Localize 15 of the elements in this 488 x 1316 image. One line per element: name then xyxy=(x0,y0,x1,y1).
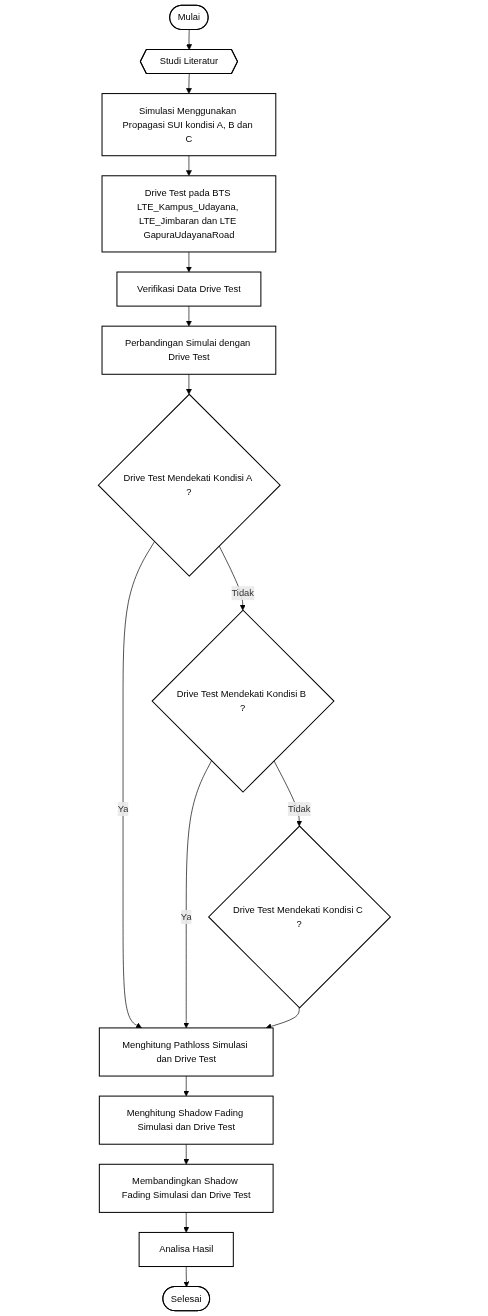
node-box: Verifikasi Data Drive Test xyxy=(116,271,261,307)
node-box: Simulasi Menggunakan Propagasi SUI kondisi A, B dan C xyxy=(101,93,276,157)
node-diamond: Drive Test Mendekati Kondisi B ? xyxy=(151,609,335,793)
node-box: Analisa Hasil xyxy=(138,1231,234,1268)
edge-label: Tidak xyxy=(231,587,254,599)
node-box: Perbandingan Simulai dengan Drive Test xyxy=(101,325,276,375)
node-box: Menghitung Pathloss Simulasi dan Drive Test xyxy=(98,1027,274,1077)
node-box: Membandingkan Shadow Fading Simulasi dan Drive Test xyxy=(98,1163,274,1213)
node-diamond: Drive Test Mendekati Kondisi C ? xyxy=(207,825,391,1009)
node-box: Drive Test pada BTS LTE_Kampus_Udayana, LTE_Jimbaran dan LTE GapuraUdayanaRoad xyxy=(101,175,276,253)
edge-label: Ya xyxy=(180,911,192,922)
edge-label: Tidak xyxy=(287,803,311,815)
edge-label: Ya xyxy=(117,803,129,815)
node-diamond: Drive Test Mendekati Kondisi A ? xyxy=(97,393,281,577)
node-box: Menghitung Shadow Fading Simulasi dan Drive Test xyxy=(98,1095,274,1145)
